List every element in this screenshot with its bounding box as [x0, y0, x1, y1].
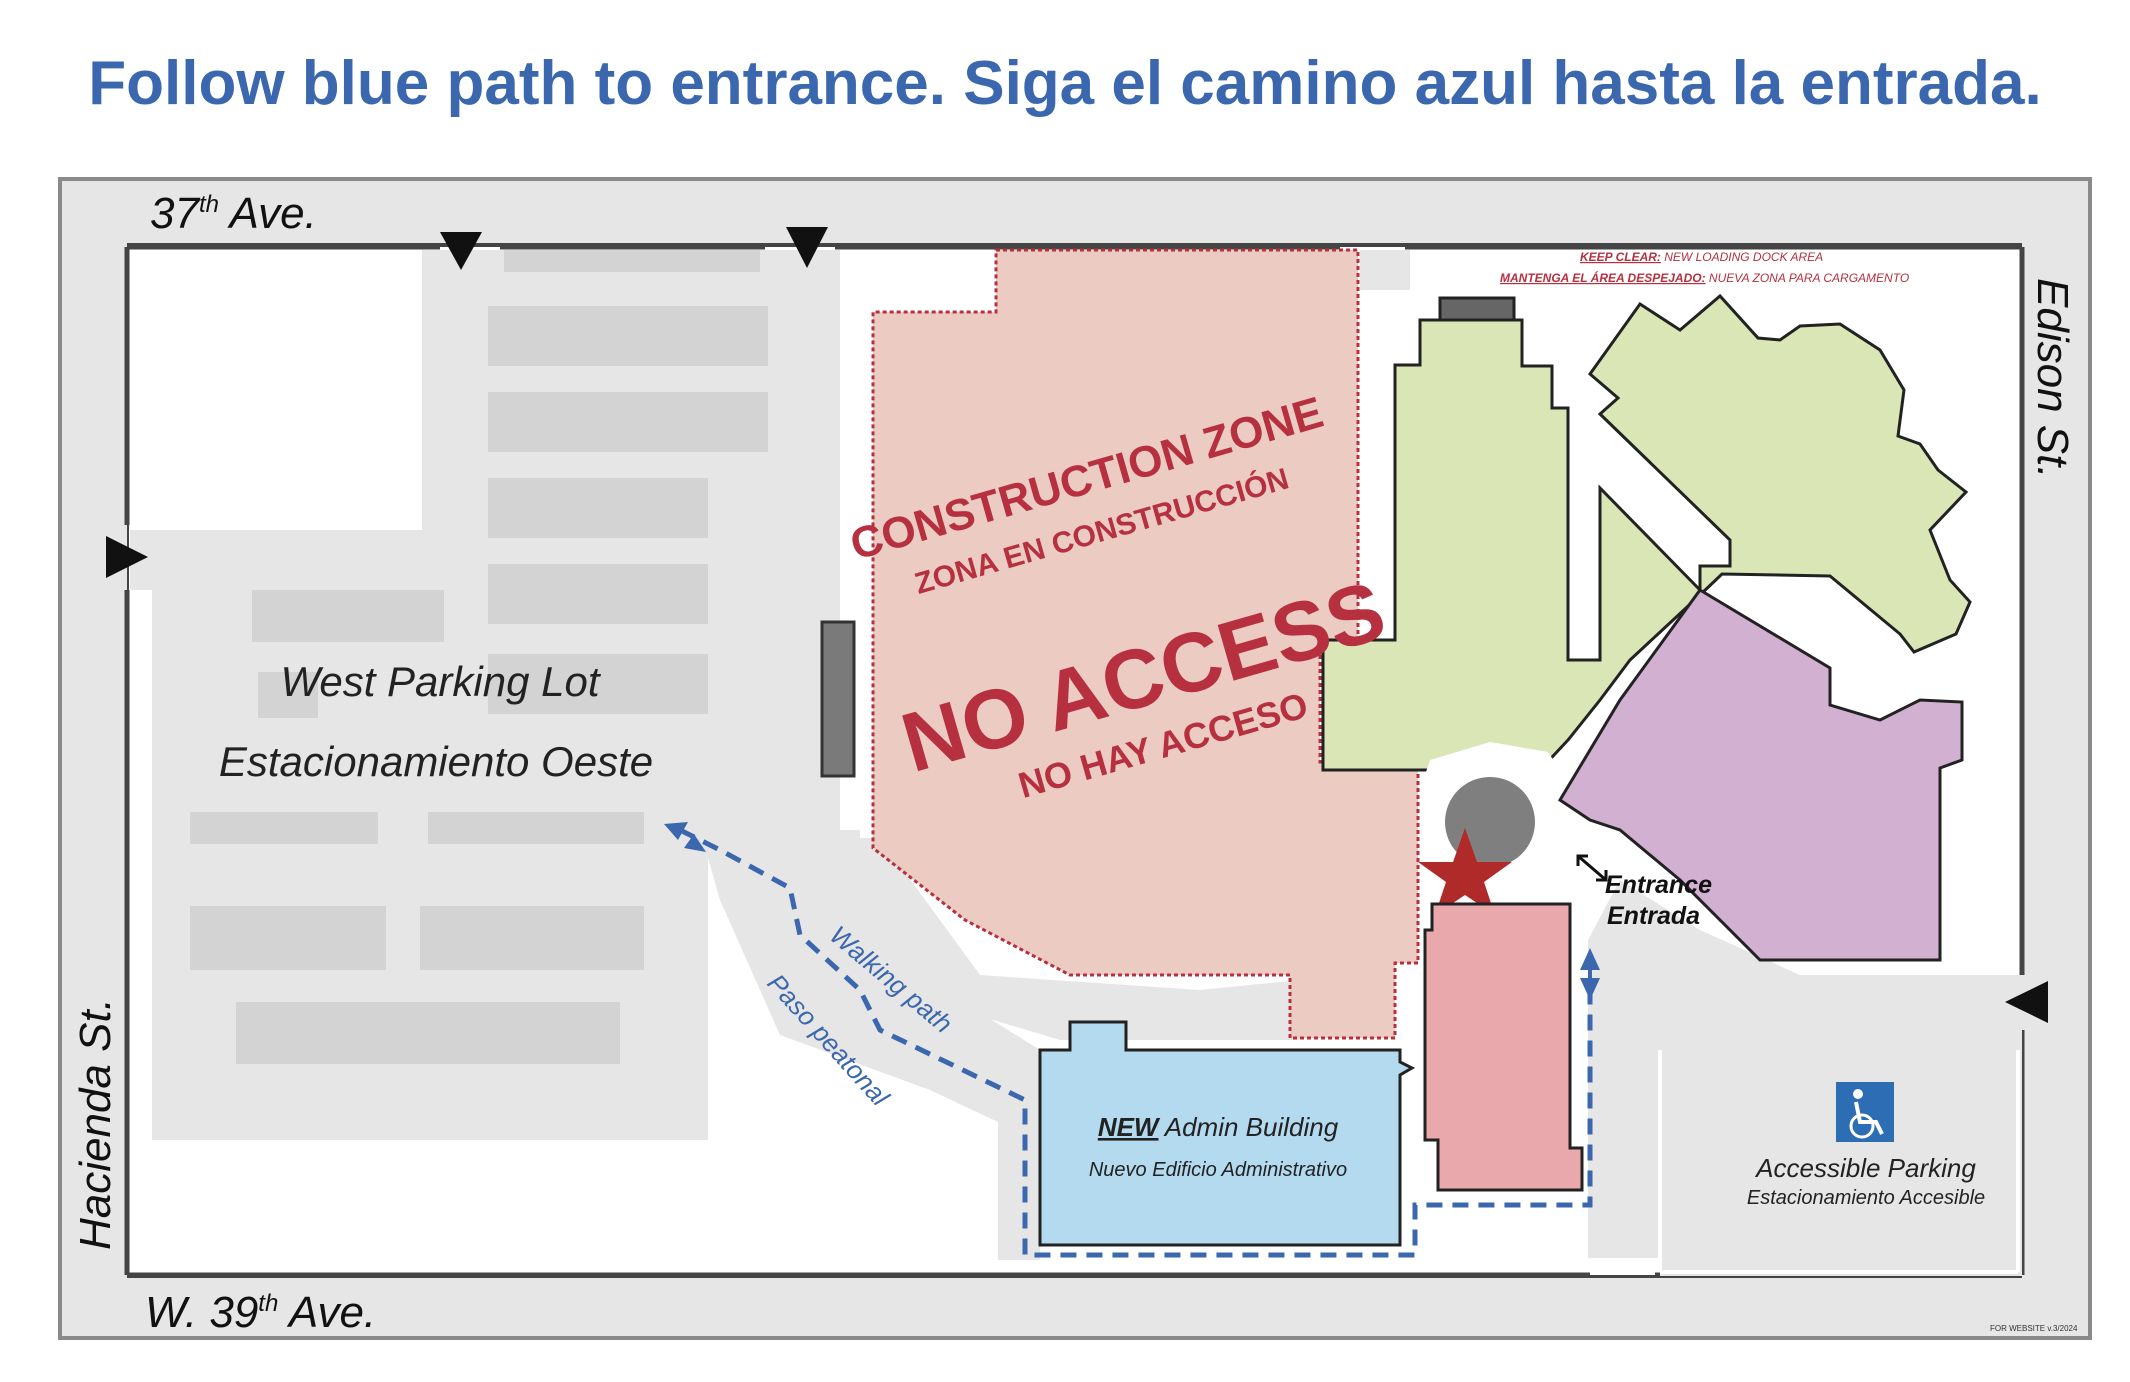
direction-arrow-icon — [106, 536, 148, 578]
keep-clear-note-es: MANTENGA EL ÁREA DESPEJADO: NUEVA ZONA P… — [1500, 270, 1909, 285]
road-right — [2022, 181, 2088, 1336]
wheelchair-icon — [1836, 1082, 1894, 1142]
keep-clear-note: KEEP CLEAR: NEW LOADING DOCK AREA — [1580, 250, 1823, 264]
direction-arrow-icon — [786, 227, 828, 268]
page-title: Follow blue path to entrance. Siga el ca… — [88, 49, 2042, 118]
version-note: FOR WEBSITE v.3/2024 — [1990, 1324, 2078, 1333]
street-left: Hacienda St. — [71, 998, 120, 1250]
west-lot-label: West Parking Lot — [280, 658, 601, 705]
parking-pad — [820, 620, 856, 778]
accessible-parking-label-es: Estacionamiento Accesible — [1747, 1187, 1985, 1209]
road-top — [62, 181, 2088, 243]
street-top: 37th Ave. — [150, 189, 317, 238]
road-left — [62, 181, 127, 1336]
double-arrow-icon — [1576, 854, 1608, 882]
entrance-label: Entrance — [1605, 871, 1712, 899]
road-bottom — [62, 1278, 2088, 1336]
east-drive — [1588, 880, 2022, 1258]
blue-walking-path — [678, 827, 1593, 1258]
loading-dock — [1438, 296, 1516, 322]
street-bottom: W. 39th Ave. — [145, 1288, 376, 1337]
admin-building-label-es: Nuevo Edificio Administrativo — [1089, 1159, 1347, 1181]
star-icon — [1418, 828, 1512, 915]
street-right: Edison St. — [2028, 278, 2077, 479]
direction-arrow-icon — [2005, 981, 2048, 1023]
pink-building — [1423, 902, 1584, 1192]
purple-building — [1557, 588, 1964, 962]
accessible-parking-label: Accessible Parking — [1754, 1153, 1976, 1183]
direction-arrow-icon — [440, 232, 482, 270]
entrance-label-es: Entrada — [1607, 902, 1700, 930]
walkway — [700, 830, 1040, 1260]
west-lot-label-es: Estacionamiento Oeste — [219, 738, 653, 785]
admin-building — [1038, 1020, 1416, 1247]
parking-stalls — [190, 250, 768, 1064]
admin-building-label: NEW Admin Building — [1098, 1112, 1339, 1142]
